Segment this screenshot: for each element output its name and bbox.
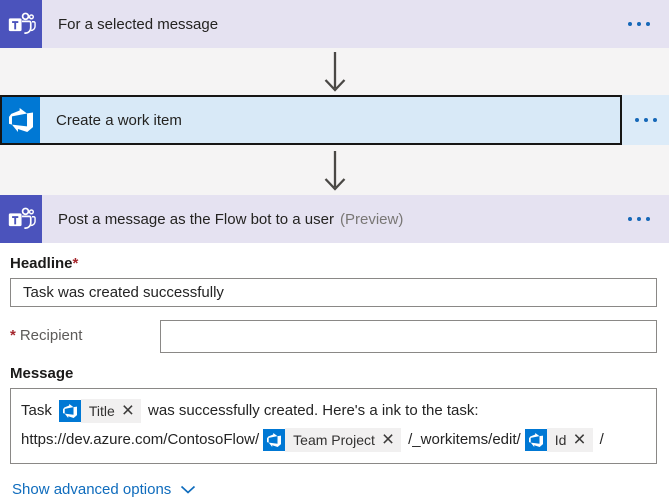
action1-menu-button[interactable] — [622, 95, 669, 145]
required-asterisk: * — [10, 327, 16, 344]
trigger-menu-button[interactable] — [609, 0, 669, 48]
dynamic-token-team-project[interactable]: Team Project × — [263, 427, 402, 452]
recipient-row: *Recipient — [10, 320, 657, 353]
action-create-work-item-card[interactable]: Create a work item — [0, 95, 622, 145]
azure-devops-icon — [58, 399, 81, 422]
preview-badge: (Preview) — [339, 210, 404, 228]
connector-2 — [0, 145, 669, 195]
trigger-card-header[interactable]: For a selected message — [0, 0, 669, 48]
arrow-down-icon — [324, 150, 345, 191]
chevron-down-icon — [181, 485, 196, 494]
action-create-work-item-row: Create a work item — [0, 95, 669, 145]
action-post-message-header[interactable]: Post a message as the Flow bot to a user… — [0, 195, 669, 243]
required-asterisk: * — [72, 255, 79, 272]
trigger-title: For a selected message — [58, 15, 219, 33]
azure-devops-icon — [263, 428, 286, 451]
show-advanced-options-link[interactable]: Show advanced options — [12, 481, 196, 498]
close-icon[interactable]: × — [121, 399, 135, 422]
azure-devops-icon — [524, 428, 547, 451]
action1-title: Create a work item — [56, 111, 182, 129]
azure-devops-icon — [2, 97, 40, 143]
close-icon[interactable]: × — [573, 428, 586, 451]
dynamic-token-title[interactable]: Title × — [58, 398, 142, 423]
message-line-1: Task Title × was successfully created. H… — [21, 398, 479, 423]
message-label: Message — [10, 365, 74, 382]
teams-icon — [0, 0, 42, 48]
message-line-2: https://dev.azure.com/ContosoFlow/ Team … — [21, 427, 604, 452]
token-label: Title — [88, 402, 115, 419]
recipient-label: *Recipient — [10, 327, 83, 344]
action2-title: Post a message as the Flow bot to a user… — [58, 210, 404, 228]
recipient-input[interactable] — [160, 320, 657, 353]
teams-icon — [0, 195, 42, 243]
token-label: Team Project — [293, 431, 375, 448]
headline-input[interactable] — [10, 278, 657, 307]
token-label: Id — [554, 431, 567, 448]
dynamic-token-id[interactable]: Id × — [524, 427, 593, 452]
connector-1 — [0, 48, 669, 95]
action2-menu-button[interactable] — [609, 195, 669, 243]
action2-parameters-panel: Headline* *Recipient Message Task Title … — [0, 243, 669, 504]
arrow-down-icon — [324, 52, 345, 92]
headline-label: Headline* — [10, 255, 79, 272]
close-icon[interactable]: × — [381, 428, 395, 451]
message-editor[interactable]: Task Title × was successfully created. H… — [10, 388, 657, 464]
